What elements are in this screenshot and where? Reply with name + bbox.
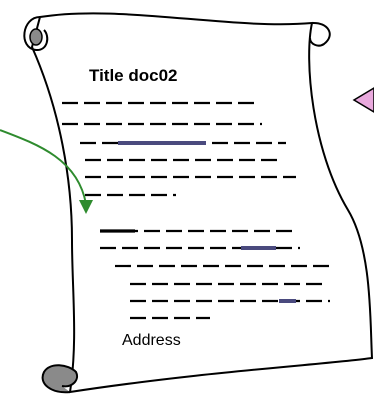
- address-label: Address: [122, 332, 181, 349]
- highlighted-text: [100, 141, 296, 303]
- top-scroll-curl: [23, 16, 331, 51]
- document-title: Title doc02: [89, 66, 178, 85]
- scroll-sheet: [30, 12, 374, 394]
- pink-pointer: [352, 87, 374, 113]
- green-arrow: [0, 129, 93, 214]
- bottom-scroll-curl: [41, 364, 78, 394]
